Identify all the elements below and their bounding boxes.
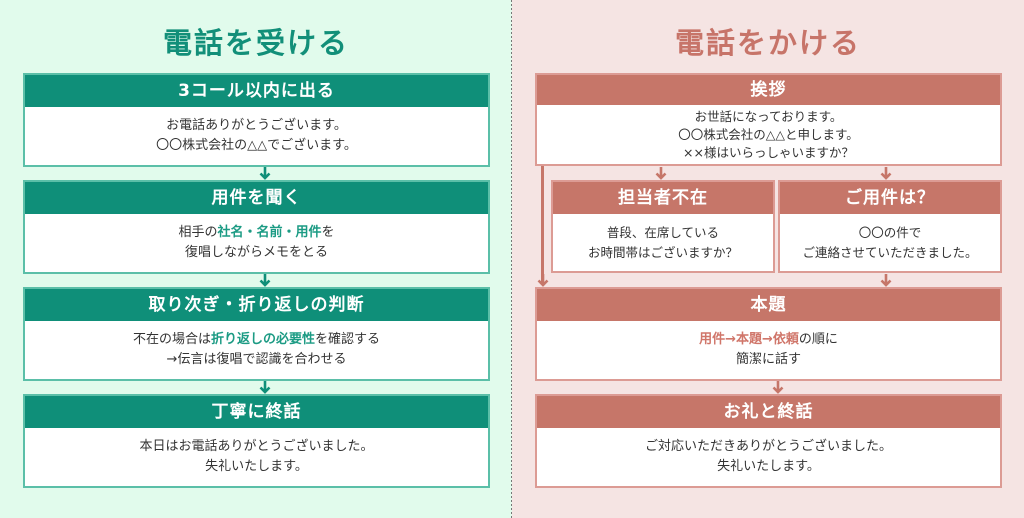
step-text: 〇〇の件で [858,224,922,240]
receive-call-title: 電話を受ける [162,26,349,60]
step-text: お世話になっております。 [694,108,843,124]
step-text: 失礼いたします。 [205,459,308,474]
arrow-down-icon [880,167,892,180]
step-text: 失礼いたします。 [717,459,820,474]
step-answer-within-3-rings: 3コール以内に出る お電話ありがとうございます。 〇〇株式会社の△△でございます… [23,73,490,167]
step-header: 担当者不在 [553,182,773,214]
step-text: 相手の社名・名前・用件を [178,225,335,240]
step-person-absent: 担当者不在 普段、在席している お時間帯はございますか？ [551,180,775,273]
step-text: 〇〇株式会社の△△でございます。 [156,138,357,153]
step-header: 挨拶 [537,75,1000,105]
skip-connector-line [541,166,544,284]
arrow-down-icon [537,274,549,287]
step-header: 取り次ぎ・折り返しの判断 [25,289,488,321]
make-call-title: 電話をかける [674,26,861,60]
step-text: 不在の場合は折り返しの必要性を確認する [132,332,381,347]
step-transfer-or-callback: 取り次ぎ・折り返しの判断 不在の場合は折り返しの必要性を確認する →伝言は復唱で… [23,287,490,381]
step-header: 丁寧に終話 [25,396,488,428]
step-header: ご用件は？ [780,182,1000,214]
step-text: →伝言は復唱で認識を合わせる [166,352,347,367]
step-text: 簡潔に話す [735,352,801,367]
dotted-divider [511,0,512,518]
step-header: 用件を聞く [25,182,488,214]
step-text: ご対応いただきありがとうございました。 [644,439,892,454]
step-header: 3コール以内に出る [25,75,488,107]
step-text: 復唱しながらメモをとる [184,245,328,260]
step-main-topic: 本題 用件→本題→依頼の順に 簡潔に話す [535,287,1002,381]
arrow-down-icon [259,274,271,287]
step-text: ××様はいらっしゃいますか？ [683,144,854,160]
step-text: 用件→本題→依頼の順に [699,332,838,347]
step-thanks-closing: お礼と終話 ご対応いただきありがとうございました。 失礼いたします。 [535,394,1002,488]
step-text: ご連絡させていただきました。 [802,244,978,260]
step-ask-purpose: 用件を聞く 相手の社名・名前・用件を 復唱しながらメモをとる [23,180,490,274]
arrow-down-icon [655,167,667,180]
step-text: 本日はお電話ありがとうございました。 [139,439,374,454]
step-header: お礼と終話 [537,396,1000,428]
arrow-down-icon [772,381,784,394]
arrow-down-icon [880,274,892,287]
step-text: 普段、在席している [606,224,720,240]
step-text: お時間帯はございますか？ [587,244,738,260]
step-text: お電話ありがとうございます。 [166,118,347,133]
step-header: 本題 [537,289,1000,321]
step-greeting: 挨拶 お世話になっております。 〇〇株式会社の△△と申します。 ××様はいらっし… [535,73,1002,166]
step-polite-closing: 丁寧に終話 本日はお電話ありがとうございました。 失礼いたします。 [23,394,490,488]
step-text: 〇〇株式会社の△△と申します。 [678,126,859,142]
step-purpose-question: ご用件は？ 〇〇の件で ご連絡させていただきました。 [778,180,1002,273]
arrow-down-icon [259,167,271,180]
arrow-down-icon [259,381,271,394]
